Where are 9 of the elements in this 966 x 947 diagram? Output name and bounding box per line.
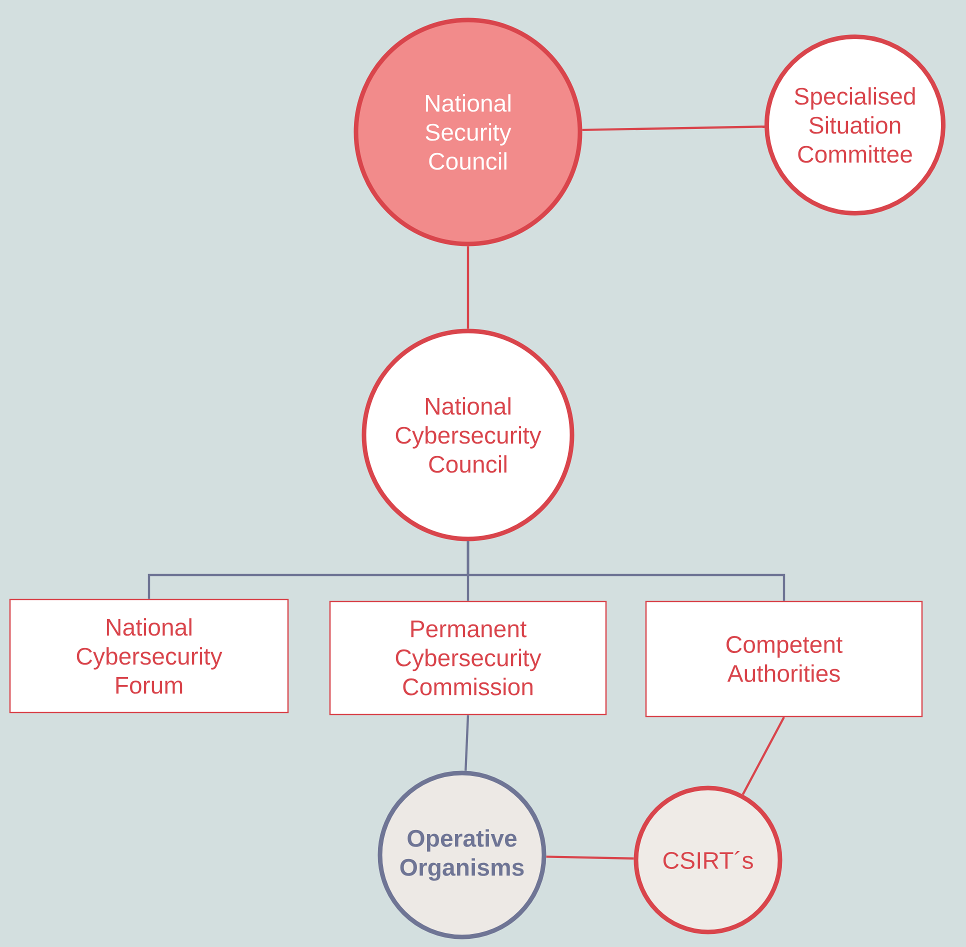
connector-line [582, 126, 765, 132]
connector-line [742, 716, 785, 795]
connector-line [546, 856, 634, 860]
organisation-box: Competent Authorities [645, 600, 923, 718]
connector-line [466, 246, 470, 329]
connector-line [464, 715, 470, 771]
connector-line [466, 541, 786, 601]
organisation-box: Permanent Cybersecurity Commission [329, 600, 607, 716]
organisation-box: National Cybersecurity Forum [9, 598, 289, 714]
